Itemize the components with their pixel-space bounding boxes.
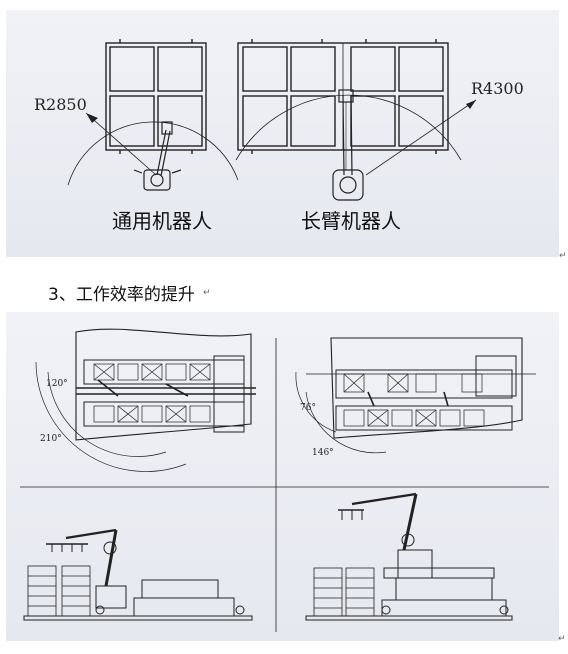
- angle-label-146: 146°: [312, 448, 334, 458]
- bottom-left-elevation: [23, 528, 253, 621]
- angle-label-120: 120°: [46, 379, 68, 389]
- top-left-plan: [35, 328, 256, 472]
- left-pallet-grid: [105, 39, 207, 154]
- right-robot: [332, 89, 364, 201]
- right-reach-arc: [235, 94, 462, 161]
- right-radius-label: R4300: [471, 79, 524, 98]
- angle-label-76: 76°: [300, 403, 316, 413]
- figure-efficiency-comparison: 120° 210° 76° 146°: [6, 312, 559, 641]
- angle-label-210: 210°: [40, 434, 62, 444]
- paragraph-mark: ↵: [203, 288, 211, 298]
- left-radius-label: R2850: [34, 95, 87, 114]
- left-robot: [133, 121, 182, 191]
- right-pallet-grid: [237, 39, 449, 154]
- left-reach-arc: [67, 121, 239, 186]
- figure-robot-reach-comparison: R2850 R4300: [6, 10, 559, 257]
- paragraph-mark: ↵: [558, 634, 566, 644]
- left-caption: 通用机器人: [112, 209, 212, 233]
- section-heading: 3、工作效率的提升: [48, 285, 195, 305]
- robot-reach-drawing: R2850 R4300: [34, 39, 524, 201]
- top-right-plan: [295, 337, 536, 454]
- efficiency-drawing: 120° 210° 76° 146°: [20, 328, 549, 632]
- right-caption: 长臂机器人: [301, 209, 401, 233]
- paragraph-mark: ↵: [559, 251, 567, 261]
- bottom-right-elevation: [305, 492, 513, 621]
